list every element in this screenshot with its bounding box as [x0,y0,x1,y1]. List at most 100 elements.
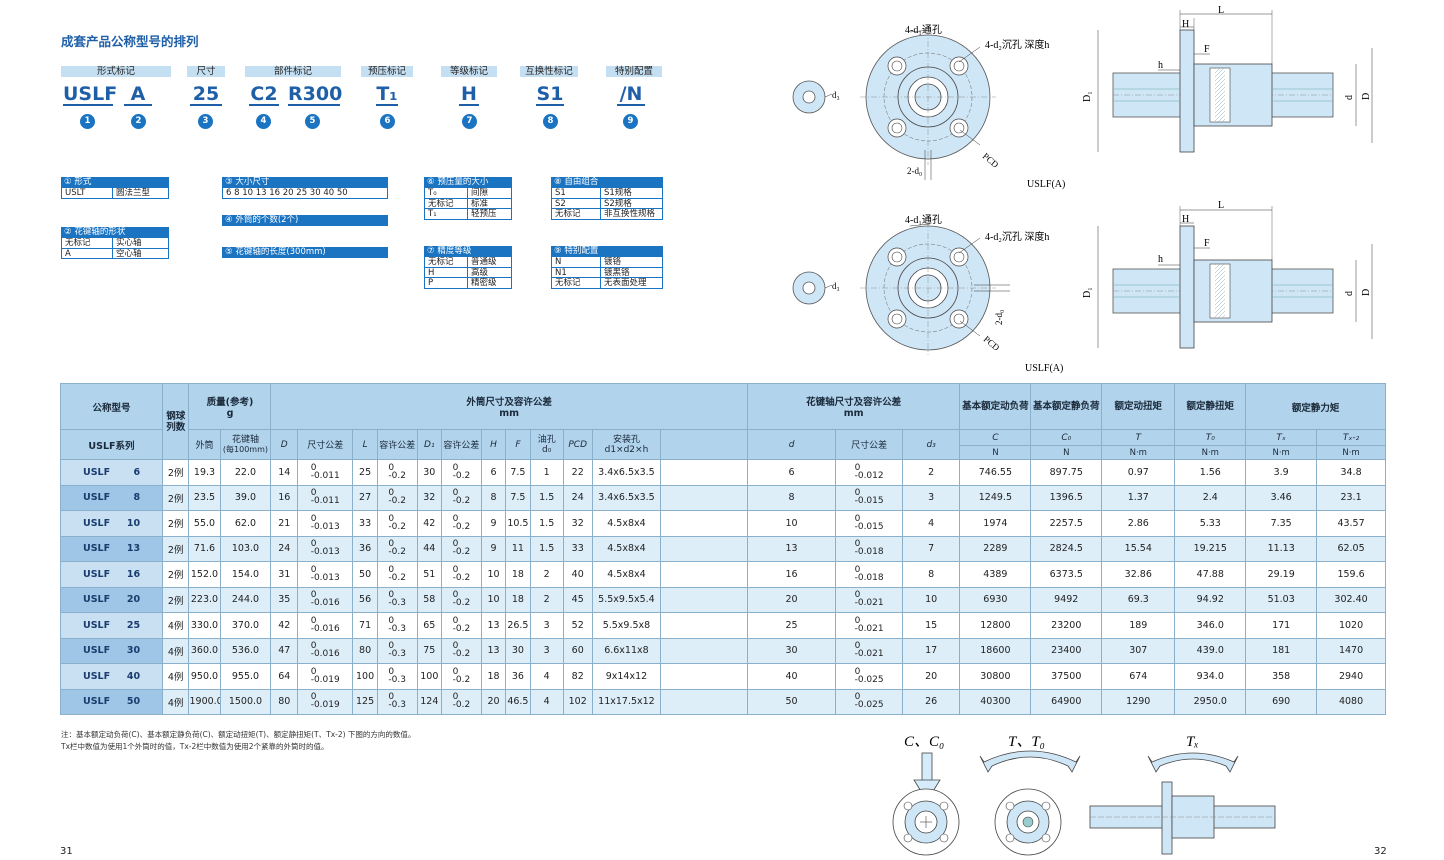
box-spline-code: 无标记 [65,238,91,248]
cell-C: 6930 [959,586,1032,613]
label-t-t0: T、T₀ [1008,734,1045,750]
cell-Ltol: 0-0.2 [376,484,418,511]
cell-sp [660,561,748,588]
code-number-7: 8 [543,114,558,129]
label-D1-a: D₁ [1082,91,1093,102]
code-number-5: 6 [380,114,395,129]
cell-Dtol: 0-0.011 [297,484,354,511]
cell-D1: 51 [416,561,443,588]
box-length: ⑤ 花键轴的长度(300mm) [222,247,388,258]
cell-F: 10.5 [505,510,531,537]
cell-size: 50 [126,696,141,708]
cell-Dtol: 0-0.016 [297,586,354,613]
label-F-a: F [1204,44,1210,55]
cell-L: 25 [352,459,378,486]
cell-T0: 94.92 [1174,586,1247,613]
box-grade-code: 无标记 [428,257,454,267]
cell-D1: 32 [416,484,443,511]
code-6: H [459,84,479,106]
cell-series: USLF [83,594,111,606]
cell-L: 27 [352,484,378,511]
cell-C: 2289 [959,535,1032,562]
cell-D1: 65 [416,612,443,639]
cell-T: 69.3 [1101,586,1176,613]
th-unit-T0: N·m [1174,445,1247,460]
cell-Tx: 7.35 [1245,510,1318,537]
cell-sp [660,459,748,486]
cell-F: 30 [505,637,531,664]
cell-mount: 3.4x6.5x3.5 [591,459,662,486]
cell-size: 25 [126,619,141,631]
cell-C0: 6373.5 [1030,561,1103,588]
cell-D1tol: 0-0.2 [441,612,482,639]
box-combo-row: 无标记非互换性规格 [552,209,662,220]
cell-mount: 6.6x11x8 [591,637,662,664]
label-D-b: D [1361,289,1372,296]
cell-mshaft: 154.0 [219,561,272,588]
cell-Dtol: 0-0.013 [297,535,354,562]
box-size: ③ 大小尺寸 6 8 10 13 16 20 25 30 40 50 [222,177,388,199]
side-view-b [1097,206,1373,349]
cell-balls: 4例 [161,612,190,639]
cell-Tx: 3.46 [1245,484,1318,511]
cell-T0: 47.88 [1174,561,1247,588]
cell-dtol: 0-0.025 [835,688,903,715]
code-0: USLF [63,83,118,106]
box-count-head: ④ 外筒的个数(2个) [222,215,388,226]
cell-d3: 20 [901,663,961,690]
code-number-0: 1 [80,114,95,129]
th-unit-Tx2: N·m [1316,445,1386,460]
cell-oil: 1.5 [529,510,564,537]
th-C: C [959,429,1032,446]
technical-drawings: d₃ 4-d₁通孔 4-d₂沉孔 深度h PCD 2-d₀ USLF(A) [792,5,1373,374]
box-special-desc: 镀黑铬 [600,267,662,277]
cell-mshaft: 62.0 [219,510,272,537]
cell-series: USLF [83,670,111,682]
code-4: R300 [288,83,343,106]
th-PCD: PCD [562,429,593,460]
label-h-a: h [1158,60,1163,71]
th-unit-C0: N [1030,445,1103,460]
box-grade-row: 无标记普通级 [425,257,511,268]
cell-C0: 37500 [1030,663,1103,690]
caption-uslf-a-bottom: USLF(A) [1025,363,1063,374]
th-d-tol: 尺寸公差 [835,429,903,460]
th-T: T [1101,429,1176,446]
box-combo-desc: S1规格 [600,188,662,198]
box-grade-desc: 精密级 [467,278,511,288]
cell-D: 35 [270,586,299,613]
cell-Tx2: 23.1 [1316,484,1386,511]
cell-D1tol: 0-0.2 [441,561,482,588]
cell-T: 32.86 [1101,561,1176,588]
cell-C: 40300 [959,688,1032,715]
cell-PCD: 40 [562,561,593,588]
box-spline-desc: 空心轴 [112,248,168,258]
cell-Ltol: 0-0.2 [376,510,418,537]
label-tx: Tₓ [1186,734,1199,750]
box-grade-code: H [428,267,435,277]
cell-C: 1249.5 [959,484,1032,511]
cell-size: 40 [126,670,141,682]
cell-d3: 15 [901,612,961,639]
cell-mshaft: 1500.0 [219,688,272,715]
cell-T: 0.97 [1101,459,1176,486]
cell-mshaft: 103.0 [219,535,272,562]
cell-H: 13 [480,612,507,639]
cell-C0: 64900 [1030,688,1103,715]
cell-H: 18 [480,663,507,690]
cell-L: 56 [352,586,378,613]
cell-C: 746.55 [959,459,1032,486]
cell-D: 80 [270,688,299,715]
box-grade-desc: 高级 [467,267,511,277]
shaft-end-view-b [792,271,833,305]
th-L-tol: 容许公差 [376,429,418,460]
cell-Tx2: 2940 [1316,663,1386,690]
cell-mshaft: 39.0 [219,484,272,511]
box-form-desc: 圆法兰型 [112,188,168,198]
cell-L: 50 [352,561,378,588]
